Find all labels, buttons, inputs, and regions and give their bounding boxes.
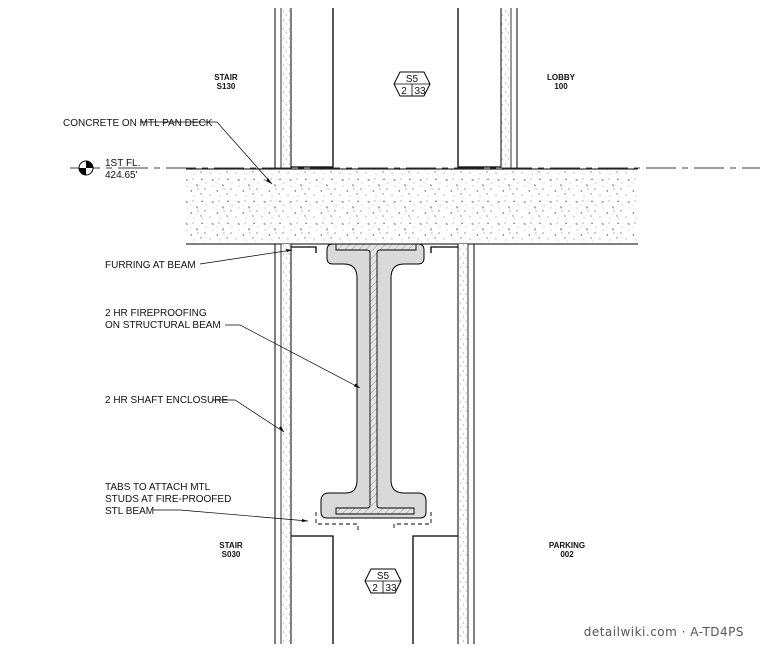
callout-deck: CONCRETE ON MTL PAN DECK: [63, 118, 213, 129]
room-name-stair-lower: STAIR: [219, 541, 243, 550]
lower-right-wall: [457, 244, 475, 644]
fireproofed-steel-beam: [320, 243, 427, 519]
room-number-parking: 002: [560, 550, 574, 559]
room-number-stair-lower: S030: [222, 550, 241, 559]
section-tag-left: 2: [401, 86, 407, 97]
section-tag-upper: S5 2 33: [393, 71, 431, 97]
section-tag-right: 33: [385, 583, 397, 594]
callout-tabs-line2: STUDS AT FIRE-PROOFED: [105, 494, 231, 505]
room-name-lobby: LOBBY: [547, 73, 576, 82]
room-name-stair-upper: STAIR: [214, 73, 238, 82]
section-tag-lower: S5 2 33: [364, 568, 402, 594]
upper-right-wall: [500, 8, 518, 168]
lower-stud-channels: [291, 535, 458, 644]
section-tag-left: 2: [372, 583, 378, 594]
room-name-parking: PARKING: [549, 541, 585, 550]
level-name: 1ST FL.: [105, 158, 140, 169]
concrete-slab: [186, 168, 638, 245]
leader-arrows: [266, 178, 360, 522]
steel-wide-flange: [335, 243, 417, 515]
lower-left-wall: [274, 244, 292, 644]
callout-fireproofing-line2: ON STRUCTURAL BEAM: [105, 320, 221, 331]
upper-left-wall: [274, 8, 292, 168]
section-tag-right: 33: [414, 86, 426, 97]
leader-lines: [140, 121, 361, 522]
level-elevation: 424.65': [105, 170, 138, 181]
room-number-lobby: 100: [554, 82, 568, 91]
watermark: detailwiki.com · A-TD4PS: [584, 625, 744, 639]
section-tag-sheet: S5: [377, 571, 390, 582]
callout-tabs-line3: STL BEAM: [105, 506, 154, 517]
callout-tabs-line1: TABS TO ATTACH MTL: [105, 482, 211, 493]
upper-stud-channels: [291, 8, 501, 168]
level-marker-icon: [78, 160, 94, 176]
section-tag-sheet: S5: [406, 74, 419, 85]
stud-tabs: [315, 512, 432, 530]
room-number-stair-upper: S130: [217, 82, 236, 91]
callout-fireproofing-line1: 2 HR FIREPROOFING: [105, 308, 207, 319]
callout-furring: FURRING AT BEAM: [105, 260, 196, 271]
furring-at-beam: [291, 246, 458, 253]
callout-shaft: 2 HR SHAFT ENCLOSURE: [105, 395, 229, 406]
